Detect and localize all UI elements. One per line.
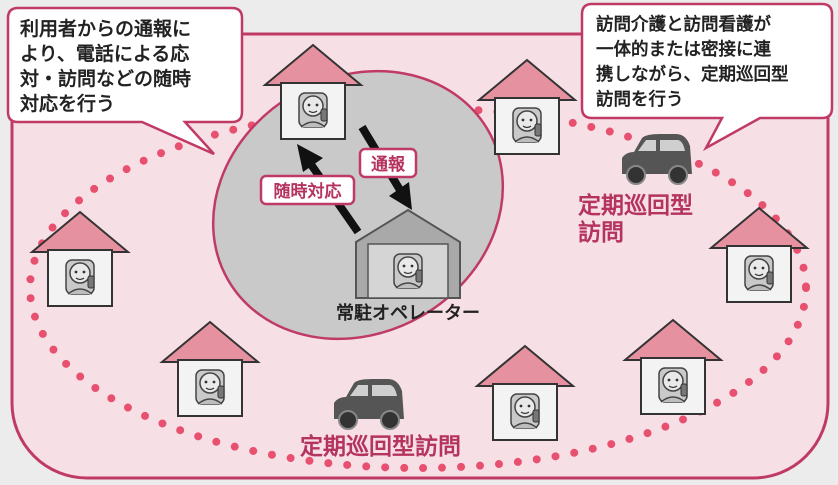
label-teiki-right-2: 訪問 bbox=[578, 219, 624, 246]
car-icon bbox=[334, 379, 404, 430]
house-icon bbox=[476, 58, 578, 155]
label-zuiji: 随時対応 bbox=[274, 181, 342, 202]
car-icon bbox=[622, 134, 692, 185]
bubble-left-line: 対応を行う bbox=[19, 92, 115, 115]
operator-building-icon bbox=[355, 208, 461, 299]
house-icon bbox=[708, 206, 810, 303]
house-icon bbox=[159, 320, 261, 417]
speech-bubble-left bbox=[6, 6, 244, 156]
label-tsuho-box bbox=[358, 147, 418, 179]
arrow-head-icon bbox=[297, 144, 323, 172]
bubble-right-line: 一体的または密接に連 bbox=[596, 39, 771, 60]
label-teiki-bottom: 定期巡回型訪問 bbox=[300, 433, 461, 460]
house-icon bbox=[474, 344, 576, 441]
house-icon bbox=[29, 210, 131, 307]
bubble-left-line: より、電話による応 bbox=[20, 42, 189, 65]
speech-bubble-right bbox=[580, 2, 834, 152]
label-operator: 常駐オペレーター bbox=[336, 302, 480, 324]
bubble-right-line: 訪問を行う bbox=[596, 89, 684, 110]
label-teiki-right-1: 定期巡回型 bbox=[578, 192, 693, 219]
label-tsuho: 通報 bbox=[371, 154, 406, 175]
arrow-head-icon bbox=[389, 182, 412, 210]
bubble-left-line: 対・訪問などの随時 bbox=[19, 67, 191, 90]
bubble-left-line: 利用者からの通報に bbox=[20, 17, 191, 40]
label-zuiji-box bbox=[259, 174, 356, 206]
bubble-right-line: 訪問介護と訪問看護が bbox=[596, 14, 771, 35]
house-icon bbox=[622, 318, 724, 415]
house-icon bbox=[262, 43, 364, 140]
bubble-right-line: 携しながら、定期巡回型 bbox=[596, 64, 789, 85]
